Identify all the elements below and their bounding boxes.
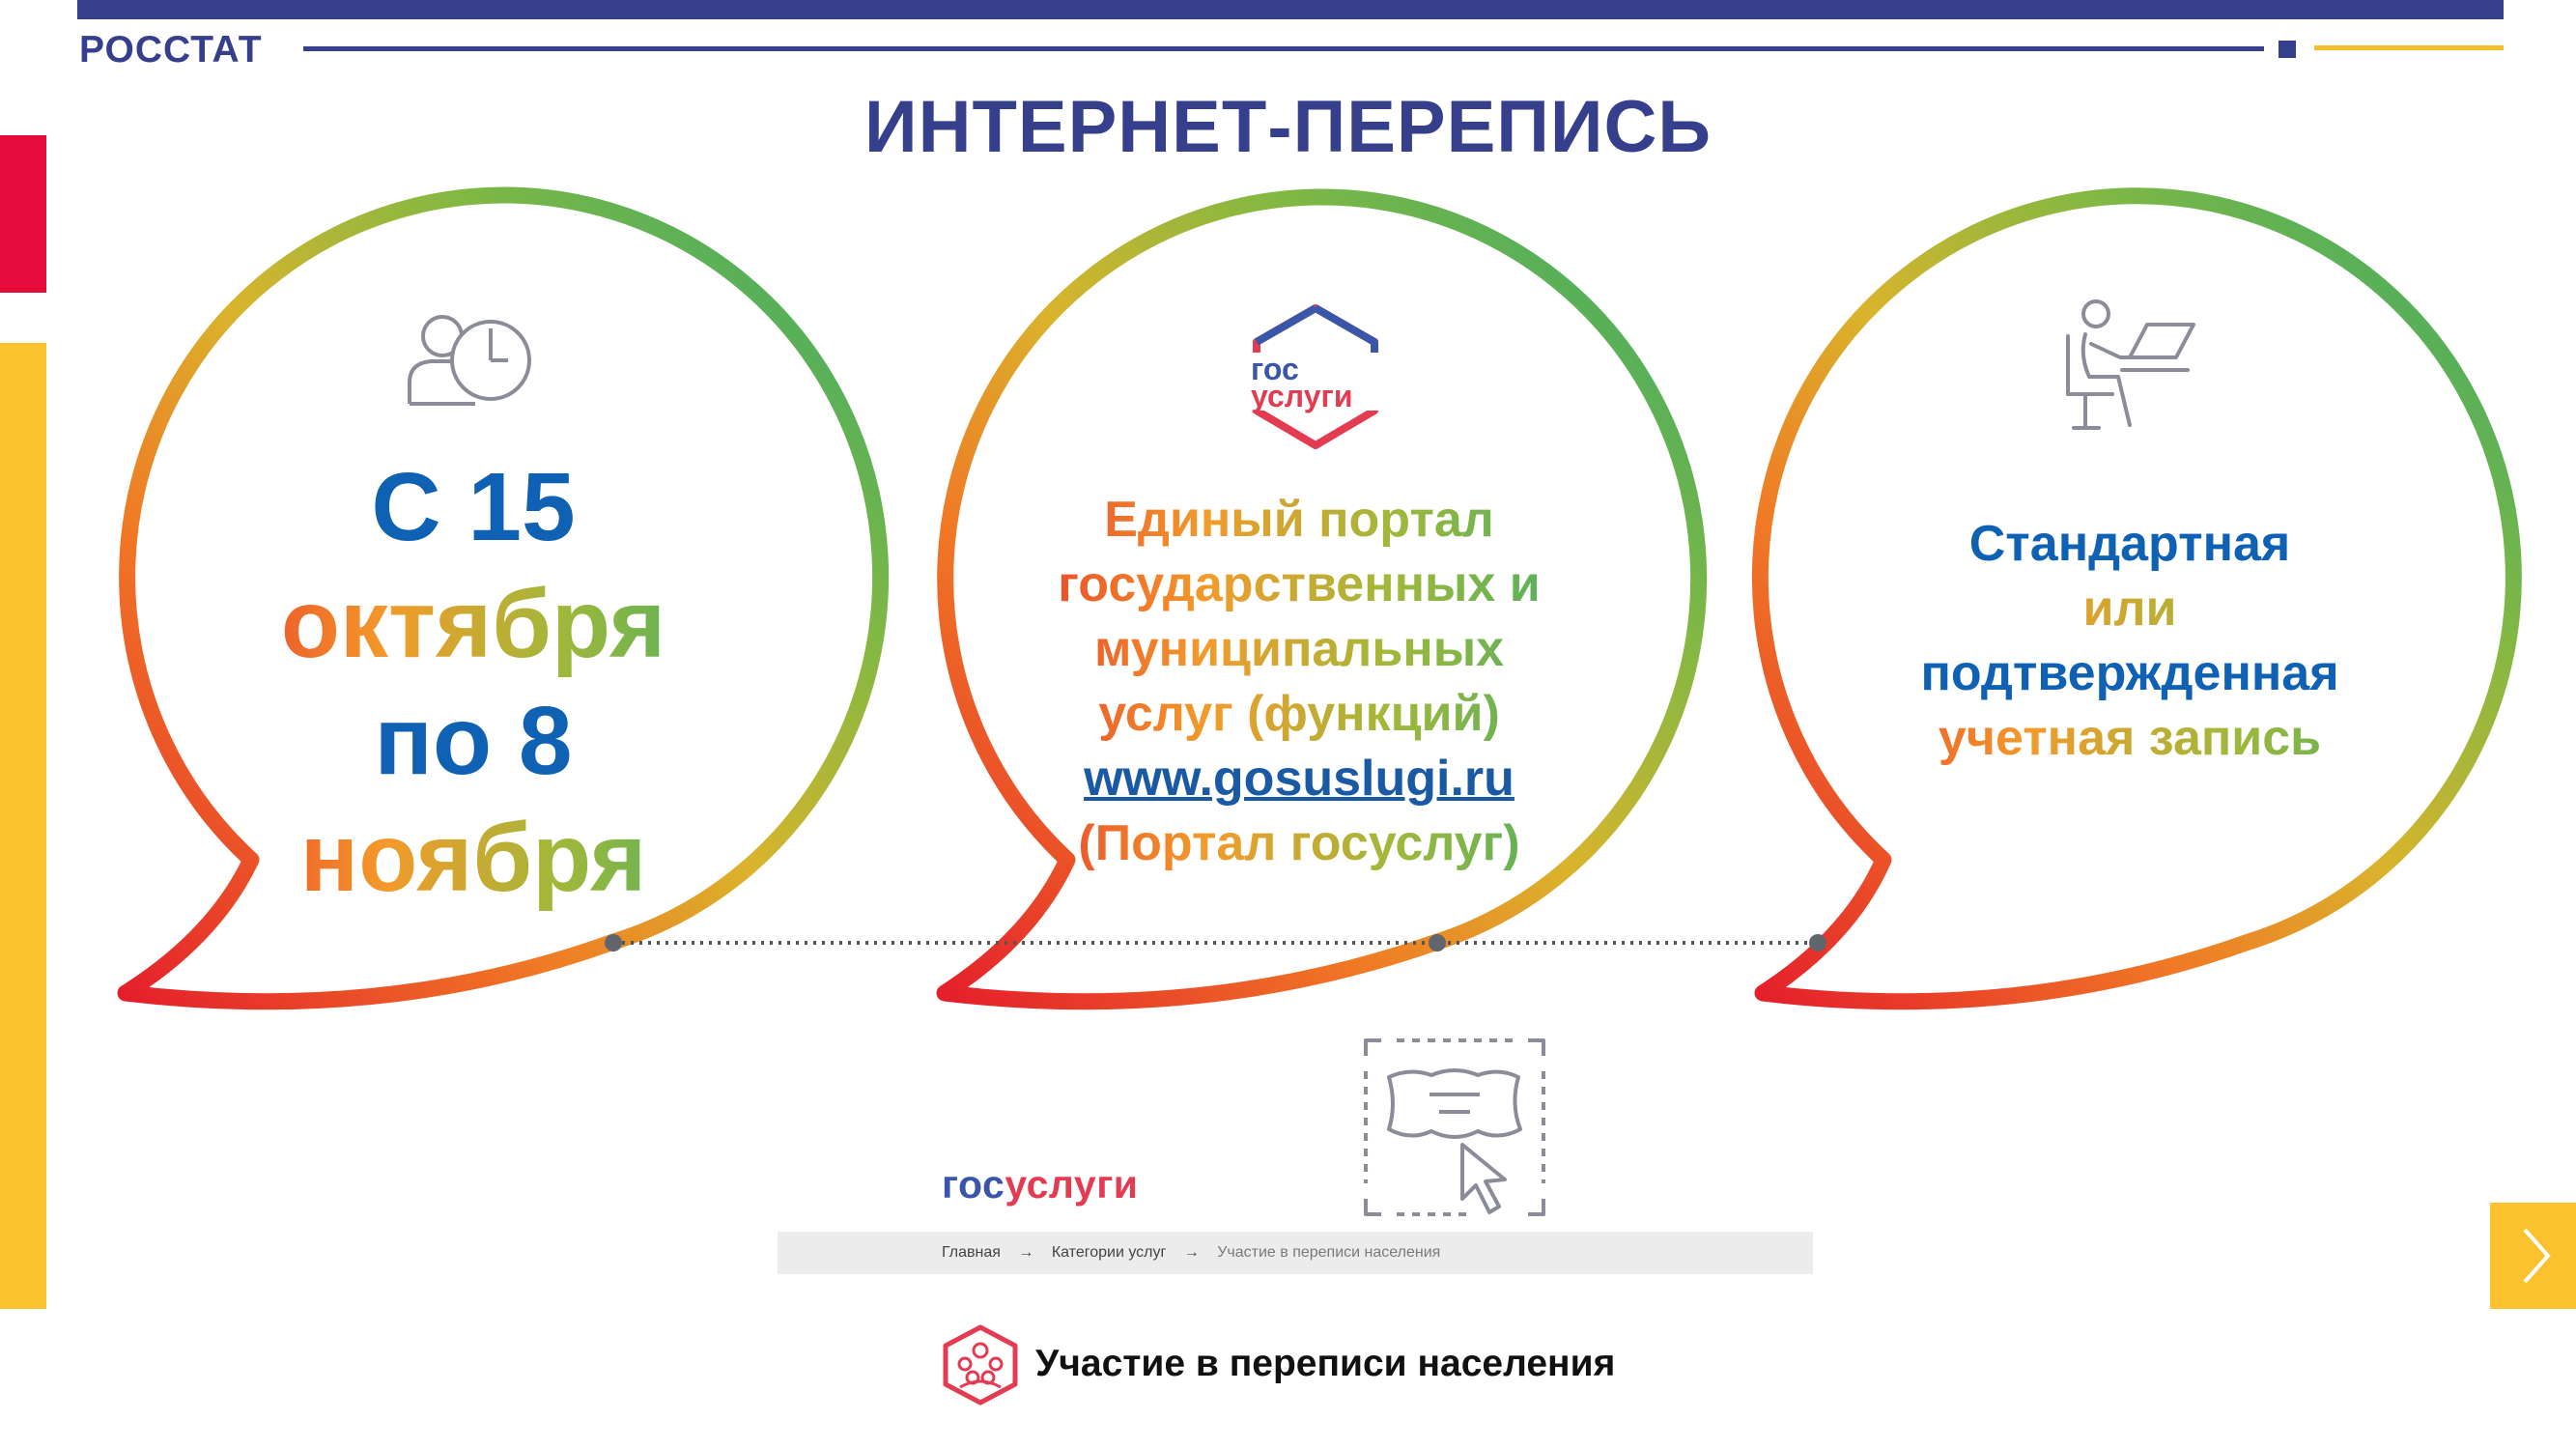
- bubble-outline-1: [117, 186, 890, 1010]
- portal-line-2: государственных и: [985, 553, 1613, 617]
- portal-line-6: (Портал госуслуг): [985, 811, 1613, 876]
- breadcrumb-current: Участие в переписи населения: [1217, 1244, 1441, 1261]
- breadcrumb: Главная → Категории услуг → Участие в пе…: [778, 1232, 1813, 1274]
- gosuslugi-wordmark: госуслуги: [942, 1162, 1139, 1208]
- timeline-dot-3: [1809, 934, 1826, 952]
- timeline-dot-2: [1429, 934, 1446, 952]
- account-line-2: или: [1792, 577, 2468, 641]
- breadcrumb-home[interactable]: Главная: [942, 1244, 1001, 1261]
- date-to-month-text: ноября: [184, 800, 763, 917]
- next-slide-button[interactable]: [2490, 1203, 2576, 1309]
- header-rule-accent: [2314, 45, 2504, 50]
- side-accent-red: [0, 135, 46, 293]
- portal-line-1: Единый портал: [985, 488, 1613, 553]
- gosuslugi-link[interactable]: www.gosuslugi.ru: [1084, 751, 1514, 807]
- bubble-2-text: Единый портал государственных и муниципа…: [985, 488, 1613, 876]
- account-line-4: учетная запись: [1792, 706, 2468, 771]
- bubble-1-text: С 15 октября по 8 ноября: [184, 449, 763, 917]
- breadcrumb-arrow-icon: →: [1183, 1244, 1200, 1261]
- date-to-text: по 8: [374, 687, 573, 795]
- breadcrumb-arrow-icon: →: [1018, 1244, 1034, 1261]
- wordmark-gos: гос: [942, 1162, 1005, 1207]
- top-bar: [77, 0, 2504, 19]
- account-line-3: подтвержденная: [1920, 645, 2339, 701]
- person-clock-icon: [408, 315, 531, 406]
- breadcrumb-categories[interactable]: Категории услуг: [1051, 1244, 1167, 1261]
- account-line-1: Стандартная: [1968, 516, 2291, 572]
- certificate-click-icon: [1364, 1038, 1545, 1216]
- header-rule: [303, 46, 2264, 51]
- timeline-dot-1: [605, 934, 622, 952]
- chevron-right-icon: [2523, 1228, 2551, 1284]
- bubble-3-text: Стандартная или подтвержденная учетная з…: [1792, 512, 2468, 771]
- svg-text:гос: гос: [1251, 352, 1299, 386]
- brand-name: РОССТАТ: [79, 29, 263, 71]
- svg-text:услуги: услуги: [1251, 379, 1353, 413]
- portal-line-4: услуг (функций): [985, 682, 1613, 747]
- service-title[interactable]: Участие в переписи населения: [1035, 1343, 1616, 1384]
- bubble-outline-3: [1751, 187, 2522, 1010]
- people-hexagon-icon: [943, 1324, 1018, 1406]
- bubble-outline-2: [936, 188, 1708, 1010]
- side-accent-yellow: [0, 343, 46, 1309]
- gosuslugi-logo-icon: гос услуги: [1247, 304, 1384, 449]
- person-at-computer-icon: [2066, 299, 2195, 430]
- date-from-month-text: октября: [184, 566, 763, 683]
- wordmark-uslugi: услуги: [1005, 1162, 1139, 1207]
- date-from-text: С 15: [371, 453, 576, 561]
- header-square: [2279, 41, 2296, 58]
- page-title: ИНТЕРНЕТ-ПЕРЕПИСЬ: [863, 86, 1713, 168]
- portal-line-3: муниципальных: [985, 617, 1613, 682]
